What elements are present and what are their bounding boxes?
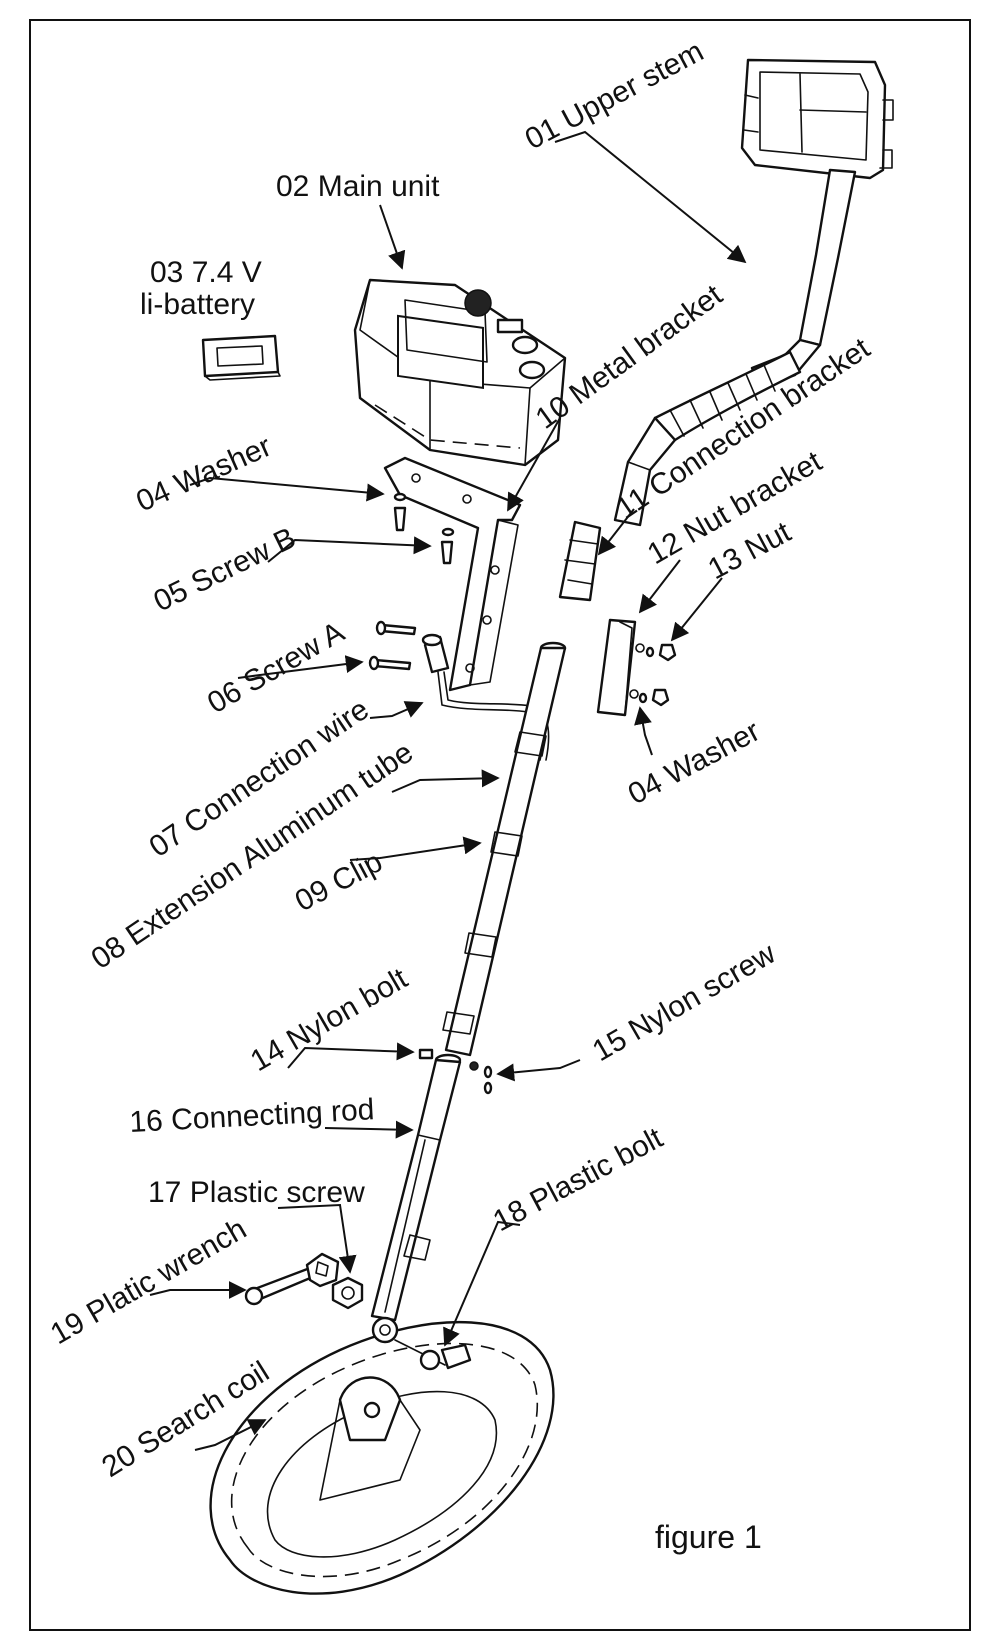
screw-a-parts — [368, 620, 417, 671]
label-main-unit: 02 Main unit — [276, 170, 440, 203]
figure-border — [29, 19, 971, 1631]
label-nylon-screw: 15 Nylon screw — [587, 937, 781, 1068]
search-coil-part — [209, 1316, 555, 1595]
main-unit-part — [353, 278, 567, 467]
label-plastic-screw: 17 Plastic screw — [148, 1176, 365, 1209]
label-washer-top: 04 Washer — [131, 430, 276, 519]
upper-stem-part — [613, 58, 894, 527]
label-connecting-rod: 16 Connecting rod — [129, 1093, 376, 1139]
plastic-screw-part — [331, 1276, 364, 1310]
battery-part — [201, 334, 281, 381]
connection-bracket-part — [558, 520, 602, 602]
label-plastic-bolt: 18 Plastic bolt — [488, 1121, 669, 1238]
plastic-wrench-part — [244, 1252, 340, 1306]
extension-tube-part — [442, 641, 567, 1057]
metal-bracket-part — [383, 456, 522, 692]
washer-screw-b-parts — [393, 492, 455, 565]
figure-caption: figure 1 — [655, 1519, 762, 1555]
label-plastic-wrench: 19 Platic wrench — [45, 1212, 252, 1351]
connecting-rod-part — [370, 1053, 462, 1322]
label-upper-stem: 01 Upper stem — [520, 35, 709, 157]
label-screw-b: 05 Screw B — [149, 521, 301, 618]
nut-washer-parts — [638, 643, 677, 707]
label-clip: 09 Clip — [290, 845, 388, 918]
label-screw-a: 06 Screw A — [202, 616, 350, 720]
label-nylon-bolt: 14 Nylon bolt — [245, 962, 414, 1078]
nylon-bolt-screw-parts — [418, 1048, 493, 1095]
nut-bracket-part — [596, 618, 645, 717]
leader-lines — [149, 130, 747, 1451]
label-battery-line2: li-battery — [140, 288, 255, 321]
label-battery-line1: 03 7.4 V — [150, 256, 262, 289]
